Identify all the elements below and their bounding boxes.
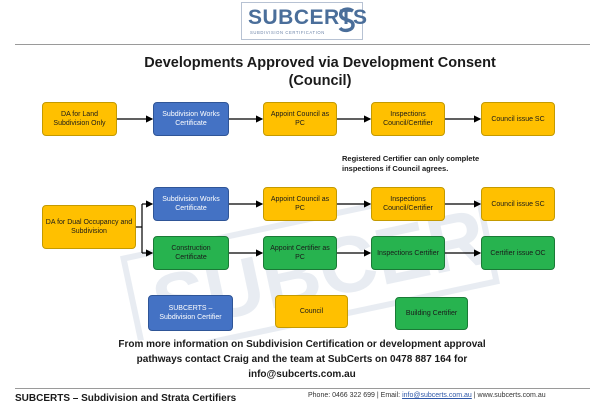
logo-tagline: SUBDIVISION CERTIFICATION	[250, 30, 325, 35]
contact-info-text: From more information on Subdivision Cer…	[118, 339, 486, 380]
header-rule	[15, 44, 590, 45]
box-r2a-council-issue-sc: Council issue SC	[481, 187, 555, 221]
registered-certifier-note: Registered Certifier can only complete i…	[342, 154, 480, 173]
box-r1-council-issue-sc: Council issue SC	[481, 102, 555, 136]
logo-s-mark-icon	[338, 7, 355, 33]
title-line-2: (Council)	[288, 73, 352, 89]
footer-email-link[interactable]: info@subcerts.com.au	[402, 392, 472, 399]
logo-text: SUBCERTS	[248, 6, 368, 29]
box-da-land-subdivision: DA for Land Subdivision Only	[42, 102, 117, 136]
footer-contact: Phone: 0466 322 699 | Email: info@subcer…	[308, 392, 546, 399]
box-r2a-appoint-council: Appoint Council as PC	[263, 187, 337, 221]
box-r2a-inspections: Inspections Council/Certifier	[371, 187, 445, 221]
legend-subcerts: SUBCERTS – Subdivision Certifier	[148, 295, 233, 331]
footer-web-link[interactable]: www.subcerts.com.au	[477, 392, 546, 399]
box-r2a-subdivision-works-certificate: Subdivision Works Certificate	[153, 187, 229, 221]
title-line-1: Developments Approved via Development Co…	[144, 55, 496, 71]
legend-council: Council	[275, 295, 348, 328]
footer-separator: |	[471, 392, 478, 399]
box-r1-appoint-council: Appoint Council as PC	[263, 102, 337, 136]
footer-rule	[15, 388, 590, 389]
box-r2b-construction-certificate: Construction Certificate	[153, 236, 229, 270]
legend-building-certifier: Building Certifier	[395, 297, 468, 330]
footer-phone: Phone: 0466 322 699 | Email:	[308, 392, 403, 399]
box-da-dual-occupancy: DA for Dual Occupancy and Subdivision	[42, 205, 136, 249]
subcerts-logo: SUBCERTS SUBDIVISION CERTIFICATION	[241, 2, 367, 40]
box-r1-subdivision-works-certificate: Subdivision Works Certificate	[153, 102, 229, 136]
footer-company: SUBCERTS – Subdivision and Strata Certif…	[15, 393, 237, 404]
page-title: Developments Approved via Development Co…	[120, 54, 520, 90]
box-r2b-appoint-certifier: Appoint Certifier as PC	[263, 236, 337, 270]
box-r2b-inspections-certifier: Inspections Certifier	[371, 236, 445, 270]
box-r1-inspections: Inspections Council/Certifier	[371, 102, 445, 136]
box-r2b-certifier-issue-oc: Certifier issue OC	[481, 236, 555, 270]
